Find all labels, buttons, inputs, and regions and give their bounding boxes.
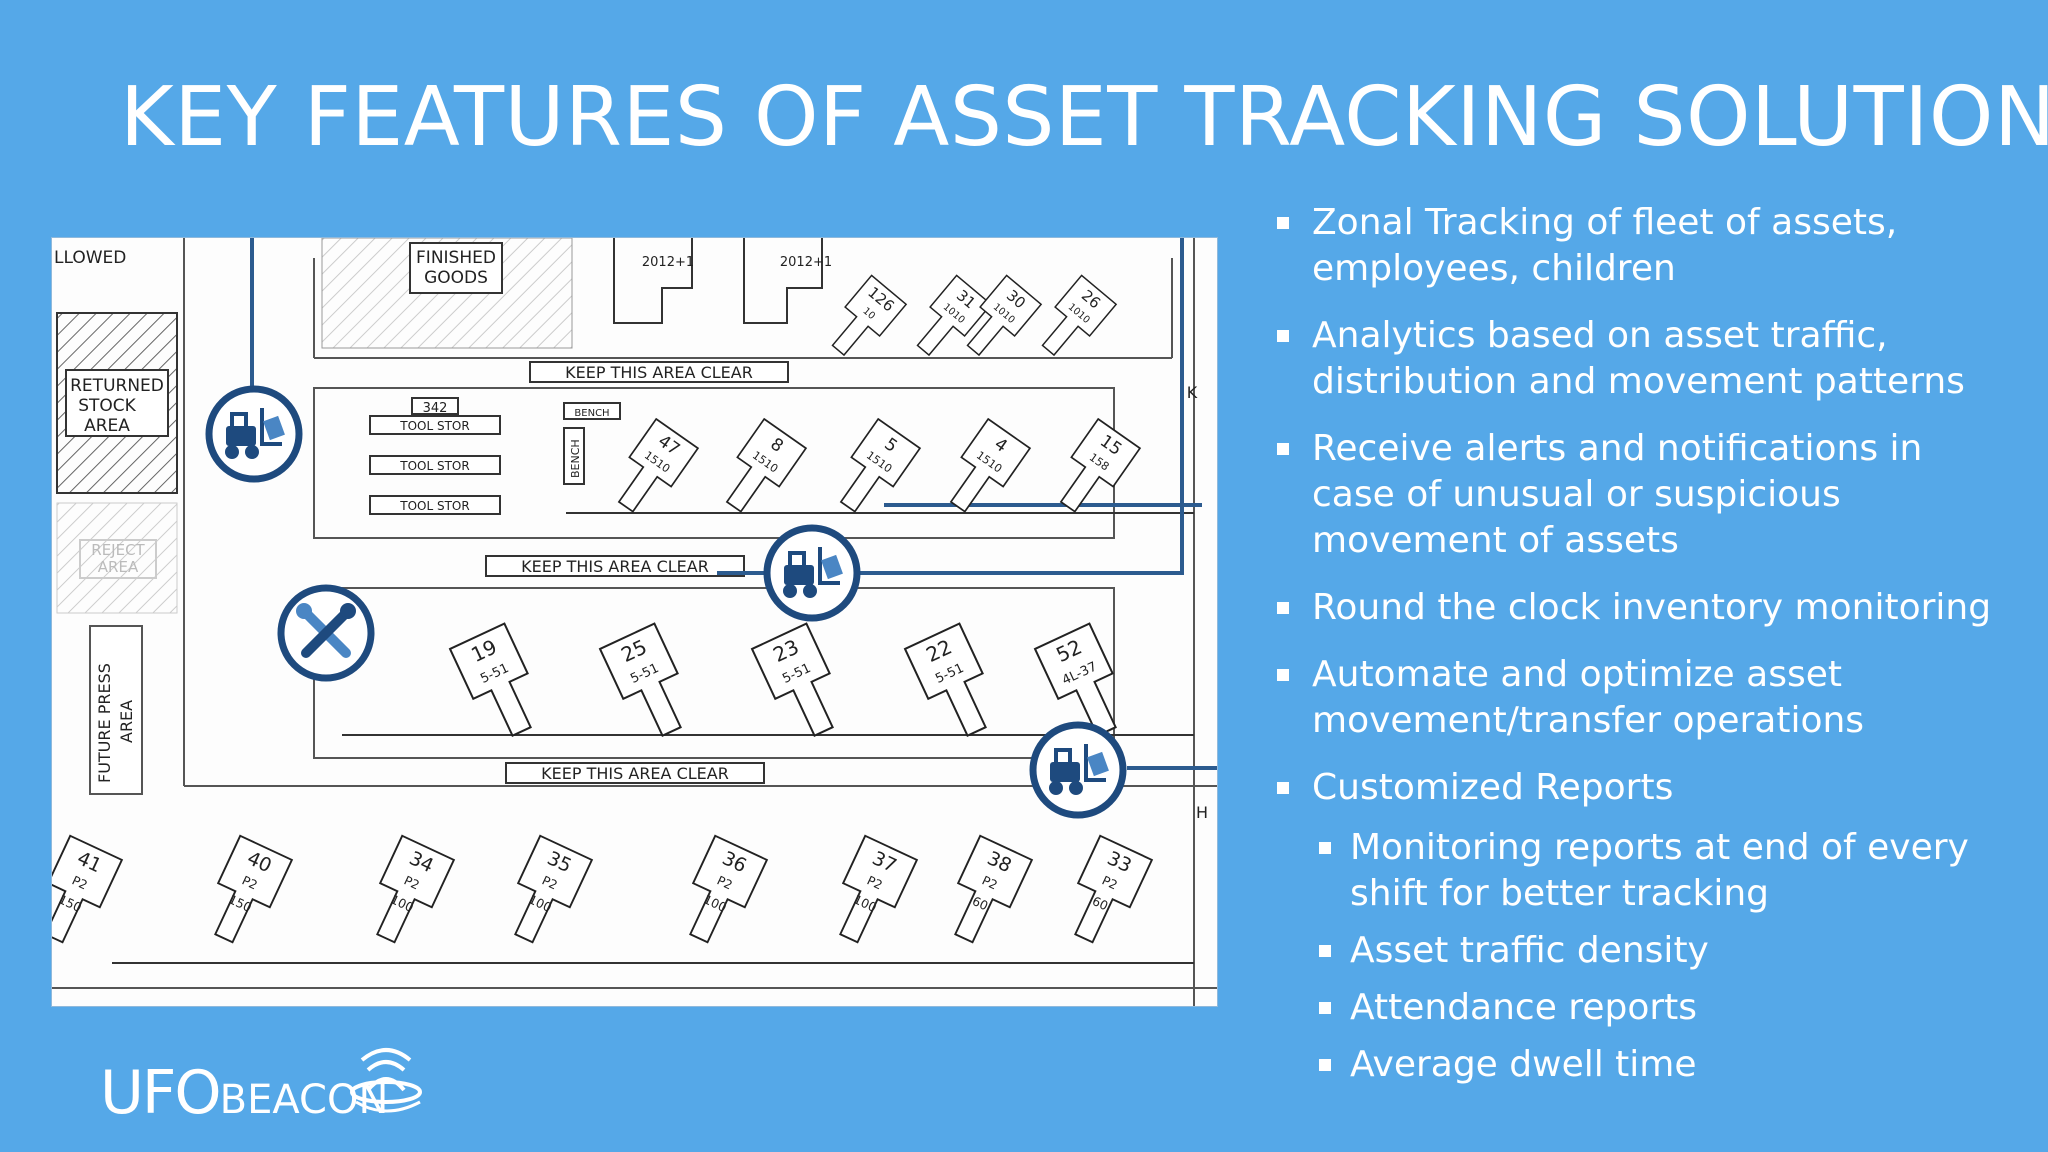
label-future-press: FUTURE PRESS [95, 663, 114, 783]
label-area: AREA [84, 416, 130, 436]
forklift-marker-1[interactable] [205, 385, 303, 483]
tracking-lines [250, 238, 1217, 770]
sub-bullet-dwell-time: Average dwell time [1312, 1042, 2010, 1088]
forklift-icon [1049, 744, 1109, 795]
machine-38-code: P2 [980, 873, 1000, 892]
floor-plan: RETURNED STOCK AREA LLOWED FINISHED GOOD… [51, 237, 1218, 1007]
forklift-marker-2[interactable] [763, 524, 861, 622]
bullet-customized-reports: Customized Reports Monitoring reports at… [1270, 765, 2010, 1088]
ufo-icon [350, 1048, 422, 1113]
label-tool-stor-3: TOOL STOR [399, 499, 469, 513]
bullet-automate: Automate and optimize asset movement/tra… [1270, 652, 2010, 744]
forklift-icon [783, 547, 843, 598]
reports-sub-list: Monitoring reports at end of every shift… [1312, 825, 2010, 1088]
machine-37-code: P2 [865, 873, 885, 892]
feature-list: Zonal Tracking of fleet of assets, emplo… [1270, 200, 2010, 1109]
slide-title: KEY FEATURES OF ASSET TRACKING SOLUTIONS [120, 70, 2048, 165]
machine-25: 255-51 [598, 622, 682, 737]
label-bench-top: BENCH [574, 408, 609, 419]
machine-35-code: P2 [540, 873, 560, 892]
side-label-h: H [1196, 803, 1208, 822]
wrench-icon [296, 603, 356, 658]
logo-text-main: UFO [100, 1058, 222, 1128]
keep-clear-3: KEEP THIS AREA CLEAR [541, 764, 729, 783]
label-tool-stor-2: TOOL STOR [399, 459, 469, 473]
label-allowed: LLOWED [54, 248, 126, 268]
label-tool-stor-1: TOOL STOR [399, 419, 469, 433]
machine-19: 195-51 [448, 622, 532, 737]
machine-41-code: P2 [70, 873, 90, 892]
keep-clear-2: KEEP THIS AREA CLEAR [521, 557, 709, 576]
ufo-beacon-logo: UFOBEACON [100, 1030, 450, 1140]
bullet-analytics: Analytics based on asset traffic, distri… [1270, 313, 2010, 405]
label-reject-area: AREA [98, 558, 139, 576]
logo-text: UFOBEACON [100, 1058, 388, 1128]
floor-plan-svg: RETURNED STOCK AREA LLOWED FINISHED GOOD… [52, 238, 1217, 1006]
forklift-icon [225, 408, 285, 459]
machine-23: 235-51 [750, 622, 834, 737]
machine-38-value: 60 [970, 894, 990, 913]
wrench-marker[interactable] [277, 584, 375, 682]
label-goods: GOODS [424, 268, 488, 288]
side-label-k: K [1187, 383, 1198, 402]
bullet-zonal-tracking: Zonal Tracking of fleet of assets, emplo… [1270, 200, 2010, 292]
sub-bullet-attendance: Attendance reports [1312, 985, 2010, 1031]
label-returned: RETURNED [70, 376, 164, 396]
label-bench-side: BENCH [569, 439, 582, 478]
label-finished: FINISHED [416, 248, 496, 268]
plan-walls [52, 238, 1217, 1006]
forklift-marker-3[interactable] [1029, 721, 1127, 819]
machine-34-code: P2 [402, 873, 422, 892]
sub-bullet-monitoring-reports: Monitoring reports at end of every shift… [1312, 825, 2010, 917]
label-342: 342 [423, 401, 448, 416]
label-stock: STOCK [78, 396, 136, 416]
machine-33-code: P2 [1100, 873, 1120, 892]
bullet-alerts: Receive alerts and notifications in case… [1270, 426, 2010, 564]
label-reject: REJECT [91, 541, 145, 559]
machine-40-code: P2 [240, 873, 260, 892]
keep-clear-1: KEEP THIS AREA CLEAR [565, 363, 753, 382]
label-2012-a: 2012+1 [642, 255, 694, 270]
bullet-customized-reports-label: Customized Reports [1312, 767, 1674, 808]
label-future-area: AREA [117, 700, 136, 743]
bullet-inventory-monitoring: Round the clock inventory monitoring [1270, 585, 2010, 631]
label-2012-b: 2012+1 [780, 255, 832, 270]
sub-bullet-traffic-density: Asset traffic density [1312, 928, 2010, 974]
machine-33-value: 60 [1090, 894, 1110, 913]
machine-36-code: P2 [715, 873, 735, 892]
machine-22: 225-51 [903, 622, 987, 737]
